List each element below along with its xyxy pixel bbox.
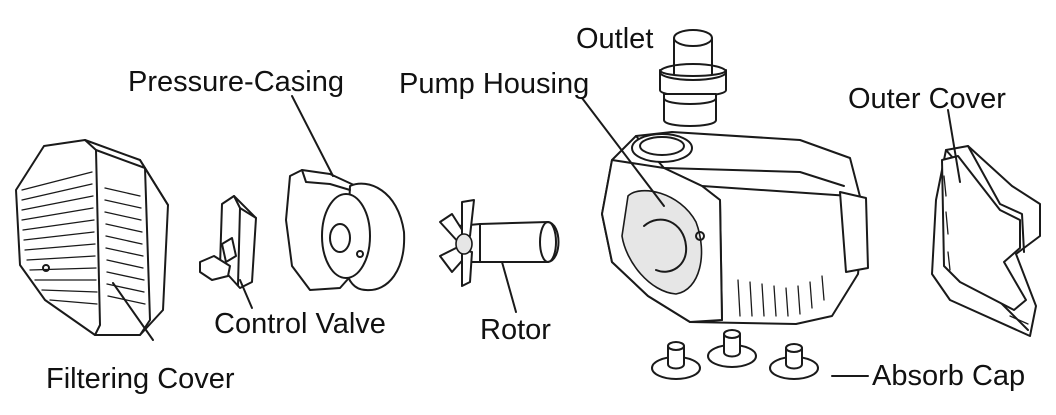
absorb-cap-2	[707, 329, 757, 368]
absorb-cap-3	[769, 343, 819, 380]
pump-housing-part	[581, 97, 869, 325]
absorb-caps-part	[651, 329, 869, 380]
label-absorb-cap: Absorb Cap	[872, 360, 1026, 392]
outlet-part	[659, 29, 727, 127]
label-control-valve: Control Valve	[214, 308, 386, 340]
label-outer-cover: Outer Cover	[848, 83, 1006, 115]
absorb-cap-1	[651, 341, 701, 380]
label-outlet: Outlet	[576, 23, 654, 55]
filtering-cover-part	[15, 139, 169, 341]
label-pressure-casing: Pressure-Casing	[128, 66, 344, 98]
label-filtering-cover: Filtering Cover	[46, 363, 235, 395]
label-pump-housing: Pump Housing	[399, 68, 590, 100]
pressure-casing-part	[285, 95, 406, 292]
rotor-part	[439, 199, 560, 313]
control-valve-part	[199, 195, 257, 309]
outer-cover-part	[931, 109, 1041, 337]
label-rotor: Rotor	[480, 314, 551, 346]
